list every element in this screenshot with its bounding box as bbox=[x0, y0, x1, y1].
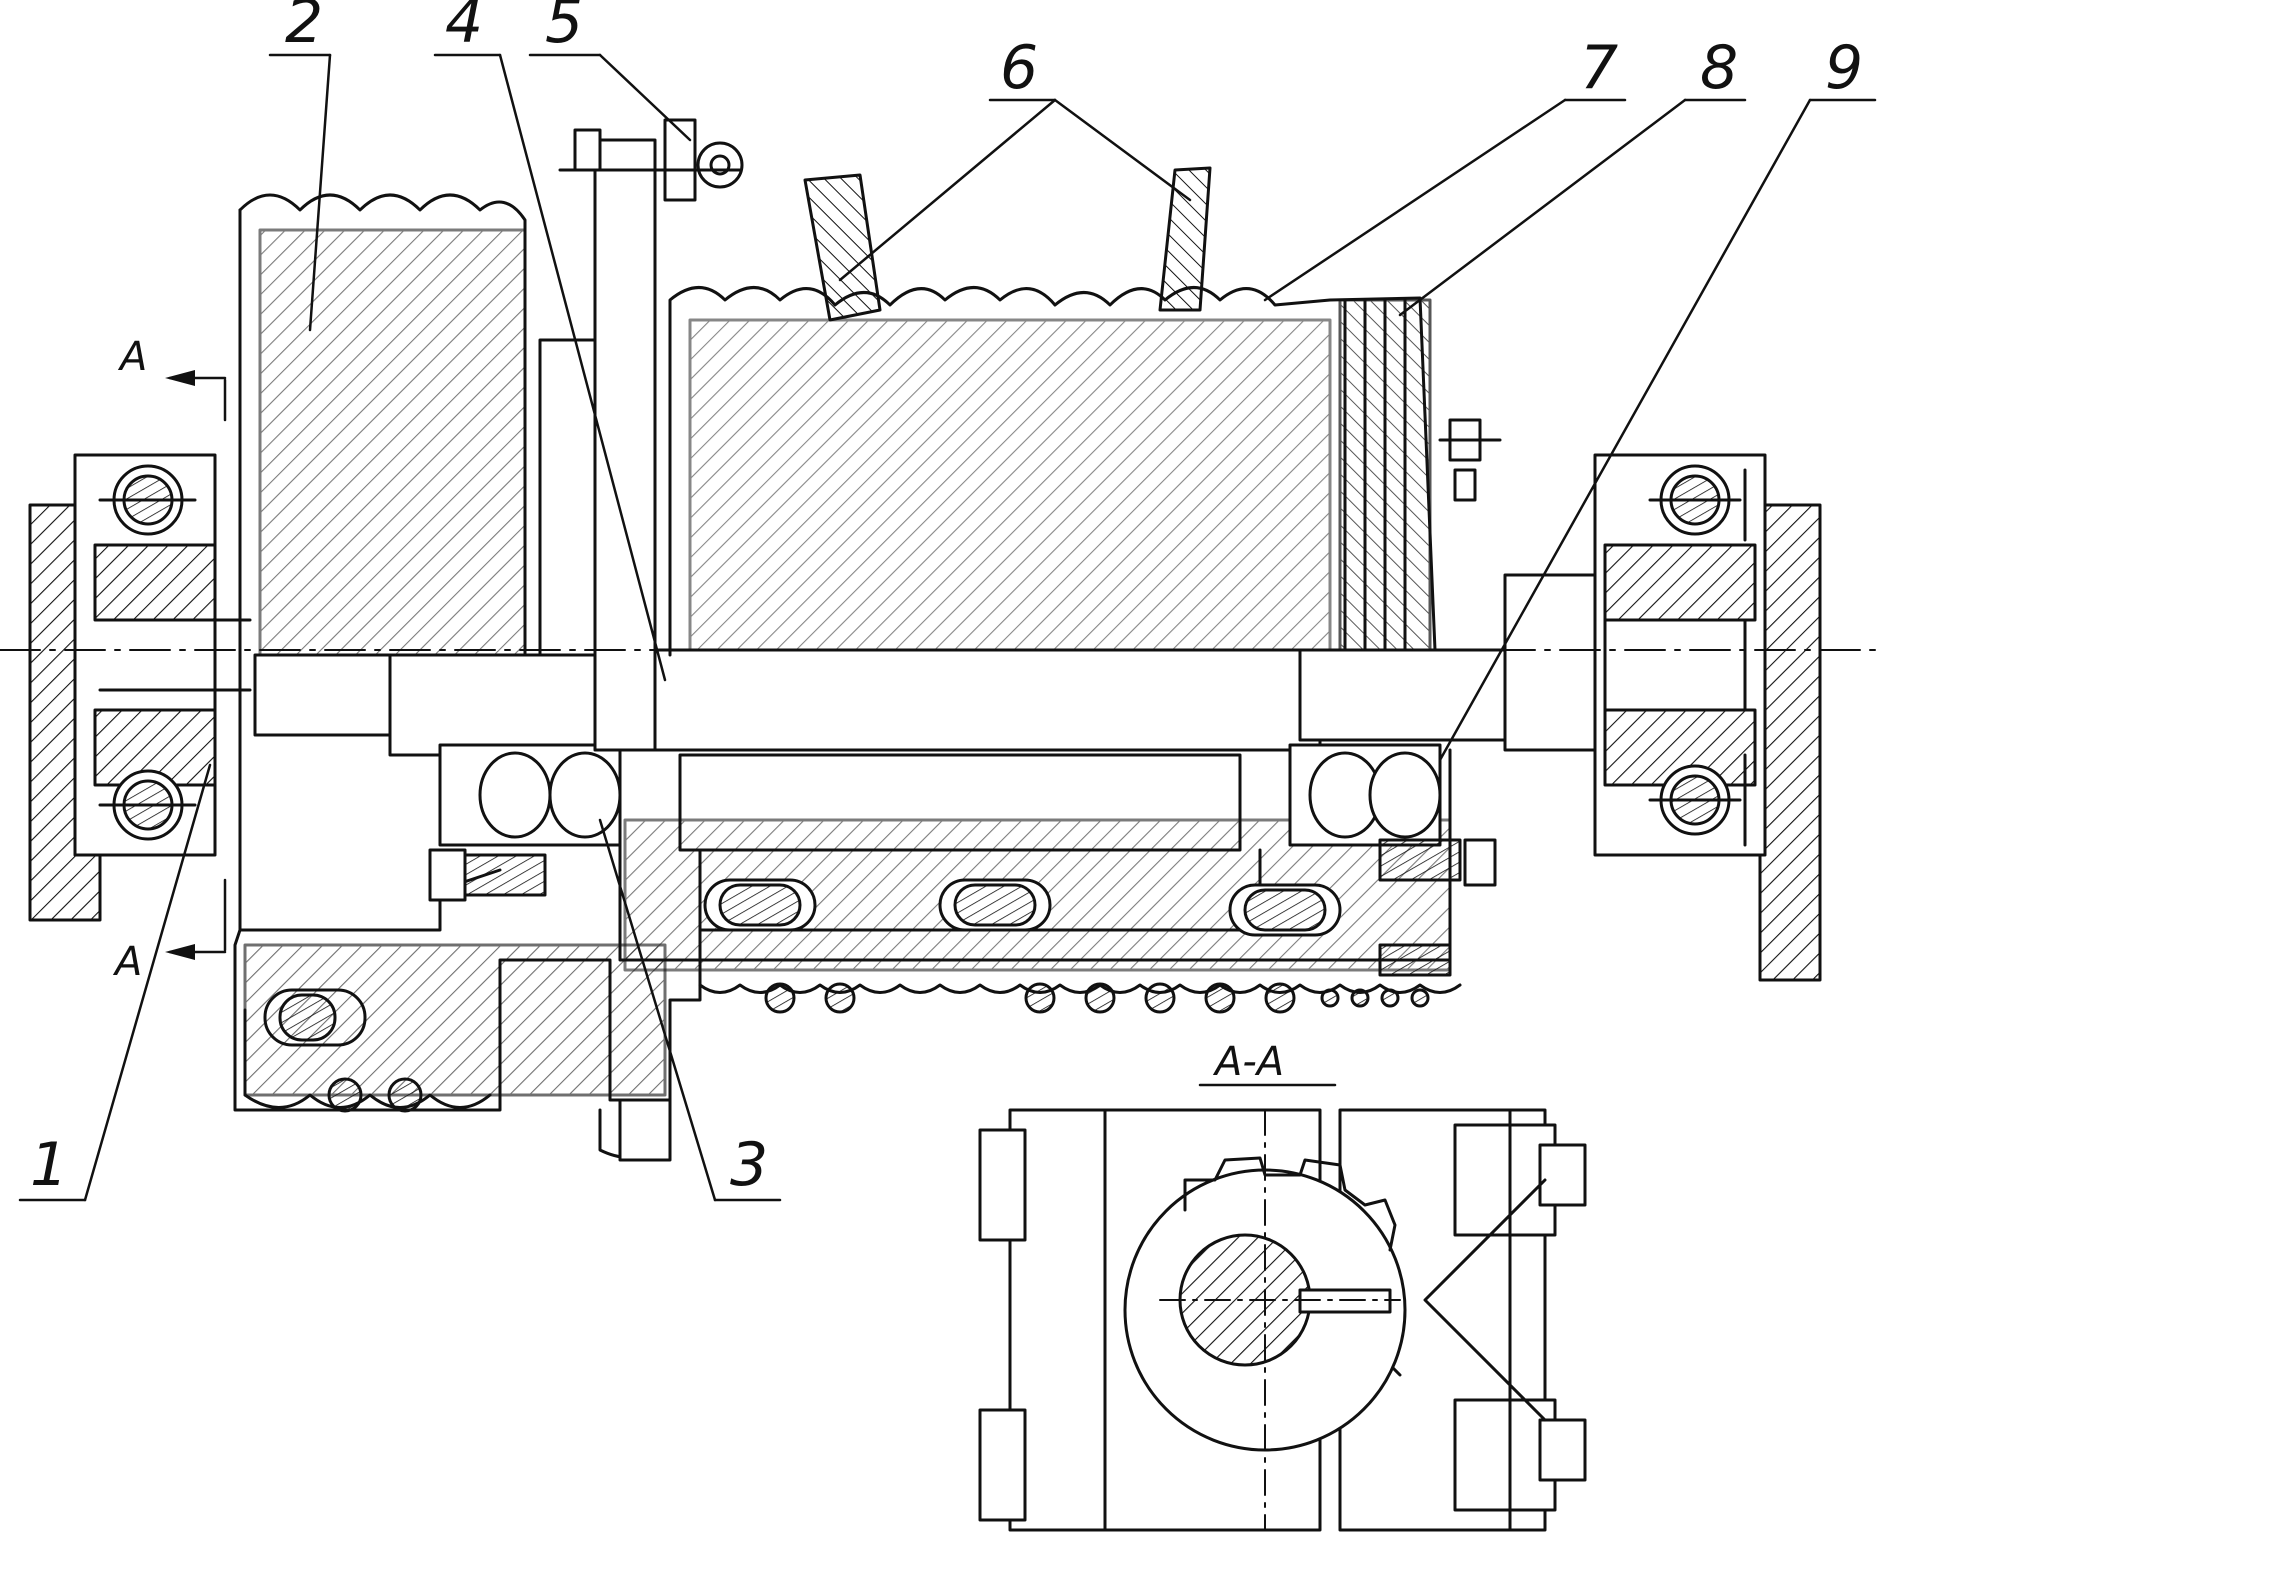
rope-6-right bbox=[1158, 166, 1212, 312]
left-drum bbox=[233, 193, 702, 1159]
label-part-5: 5 bbox=[545, 0, 583, 57]
right-drum-bolts bbox=[1378, 418, 1502, 977]
right-bearing bbox=[1288, 743, 1442, 847]
section-mark-bottom: A bbox=[112, 939, 142, 985]
left-drum-bolts bbox=[428, 848, 547, 902]
rope-6-left bbox=[803, 173, 882, 322]
label-part-4: 4 bbox=[445, 0, 483, 57]
drum-shaft bbox=[253, 573, 1607, 852]
label-part-9: 9 bbox=[1825, 33, 1863, 103]
left-bearing bbox=[438, 743, 622, 847]
part-labels: 1 2 3 4 5 6 7 8 9 A A A-A bbox=[30, 0, 1863, 1200]
leader-lines bbox=[18, 53, 1877, 1202]
section-arrow-heads bbox=[165, 370, 195, 960]
label-part-8: 8 bbox=[1700, 33, 1738, 103]
section-a-a-view bbox=[978, 1083, 1587, 1532]
label-part-3: 3 bbox=[730, 1130, 768, 1200]
label-part-1: 1 bbox=[30, 1130, 68, 1200]
right-coupling bbox=[1593, 453, 1822, 982]
section-title: A-A bbox=[1212, 1039, 1284, 1085]
left-coupling bbox=[28, 453, 252, 922]
label-part-7: 7 bbox=[1580, 33, 1618, 103]
label-part-2: 2 bbox=[285, 0, 323, 57]
label-part-6: 6 bbox=[1000, 33, 1038, 103]
clutch-lever bbox=[558, 118, 744, 1162]
section-mark-top: A bbox=[117, 334, 147, 380]
